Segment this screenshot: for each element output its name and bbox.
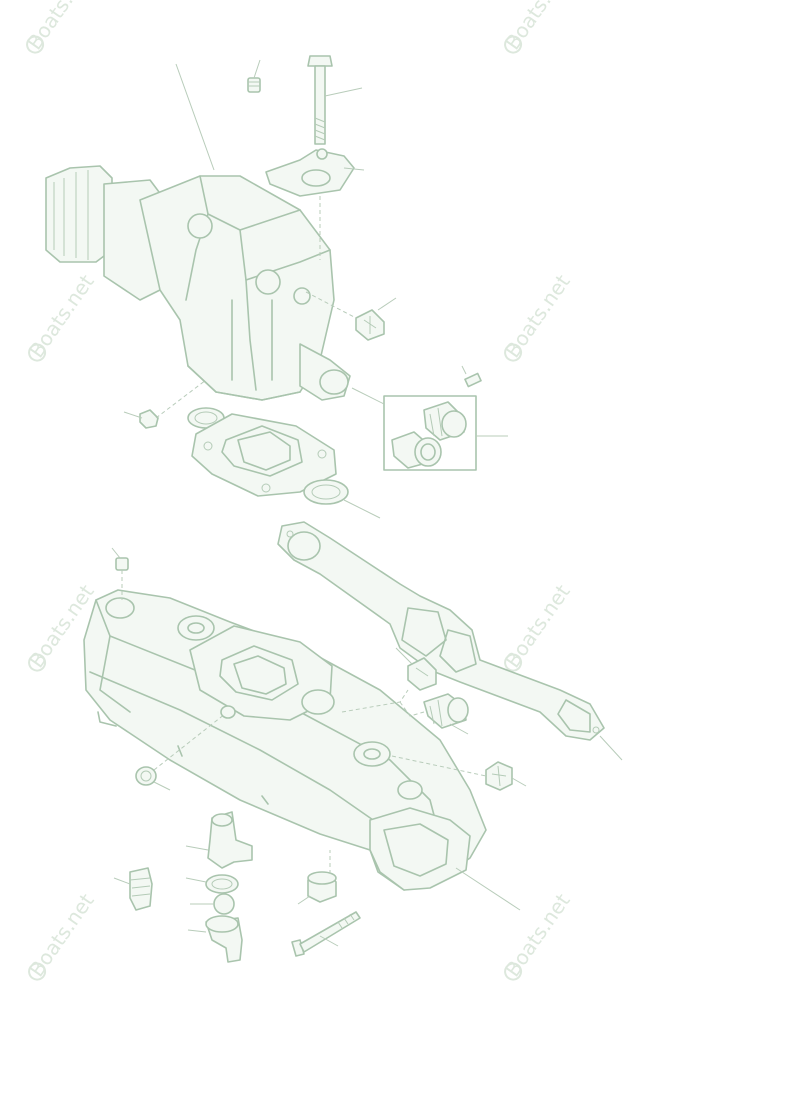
svg-text:Boats.net: Boats.net bbox=[24, 889, 99, 981]
lifting-bracket bbox=[265, 148, 365, 260]
watermark-text: Boats.net bbox=[22, 0, 97, 54]
svg-text:Boats.net: Boats.net bbox=[500, 0, 575, 54]
watermark-lower-right: Boats.net bbox=[500, 580, 575, 672]
elbow-port-side bbox=[255, 269, 281, 295]
watermark-top-right: Boats.net bbox=[500, 0, 575, 54]
watermark-mid-right: Boats.net bbox=[500, 270, 575, 362]
hose-fitting-kit bbox=[351, 387, 508, 471]
set-screw-top bbox=[247, 59, 261, 93]
drain-plug-threaded bbox=[113, 867, 153, 911]
watermark-bottom-left: Boats.net bbox=[24, 889, 99, 981]
watermark-top-left: Boats.net bbox=[22, 0, 97, 54]
manifold-drain-plug-right bbox=[391, 755, 527, 791]
o-ring-upper-right bbox=[303, 479, 349, 505]
drain-o-ring bbox=[185, 874, 239, 894]
exhaust-manifold bbox=[83, 589, 487, 891]
hose-fitting-lower bbox=[391, 431, 442, 469]
elbow-mounting-bolt bbox=[307, 55, 363, 145]
manifold-mounting-bolt bbox=[291, 911, 361, 957]
svg-text:Boats.net: Boats.net bbox=[500, 580, 575, 672]
manifold-pipe-plug-upper bbox=[395, 647, 437, 691]
svg-text:Boats.net: Boats.net bbox=[24, 270, 99, 362]
shutter-bellows bbox=[45, 165, 113, 263]
drain-elbow-fitting bbox=[187, 915, 243, 963]
manifold-gasket bbox=[277, 521, 623, 761]
manifold-nut bbox=[297, 850, 337, 905]
drain-plug-left-upper bbox=[123, 379, 207, 429]
drain-tee-fitting bbox=[185, 811, 253, 869]
manifold-hose-fitting bbox=[341, 689, 469, 735]
elbow-gasket-set bbox=[187, 407, 381, 519]
elbow-port-top bbox=[187, 213, 213, 239]
manifold-small-o-ring bbox=[220, 705, 236, 719]
svg-text:Boats.net: Boats.net bbox=[500, 270, 575, 362]
manifold-o-ring-left bbox=[135, 709, 231, 791]
watermark-mid-left: Boats.net bbox=[24, 270, 99, 362]
small-fitting bbox=[461, 365, 482, 388]
pipe-plug-elbow bbox=[305, 291, 397, 341]
svg-text:Boats.net: Boats.net bbox=[500, 889, 575, 981]
manifold-set-screw bbox=[111, 547, 129, 600]
exhaust-elbow-assembly bbox=[45, 165, 351, 401]
drain-check-ball bbox=[190, 893, 235, 915]
hose-fitting-upper bbox=[423, 401, 467, 441]
